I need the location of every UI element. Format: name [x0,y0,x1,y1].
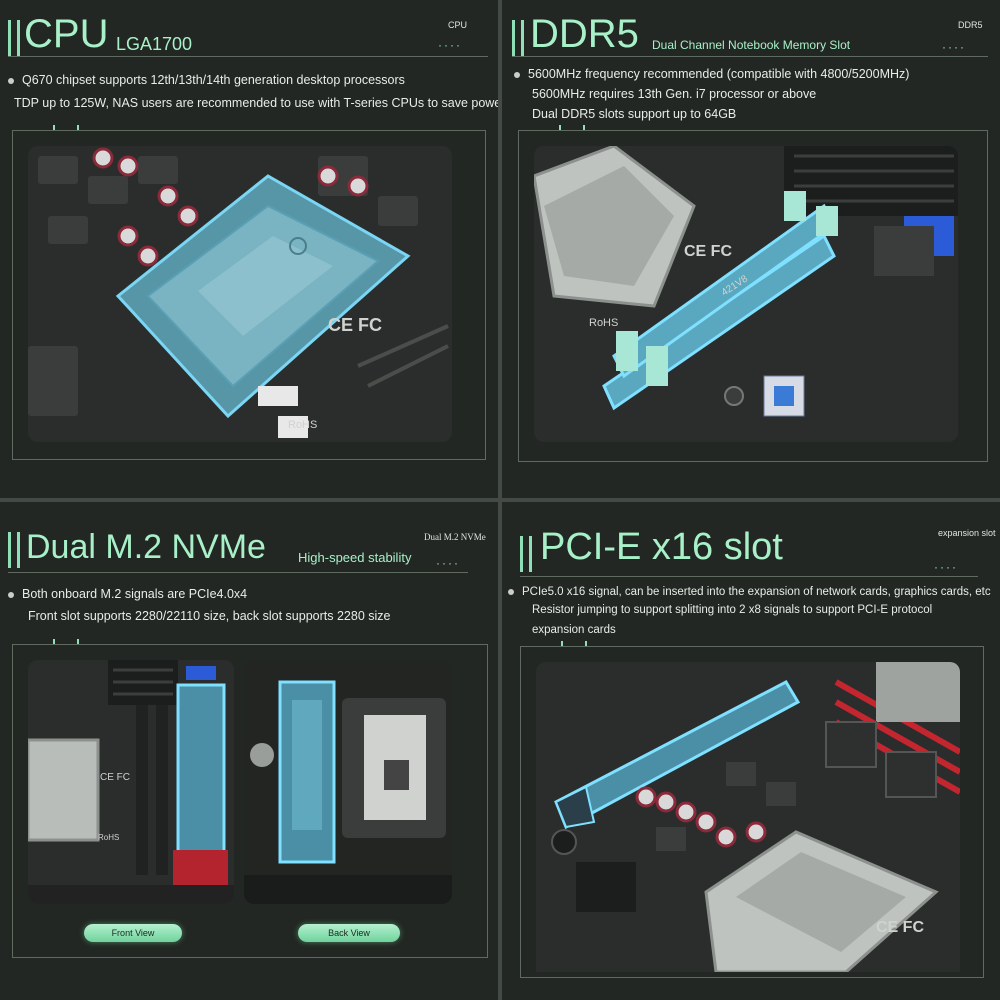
dots-icon: ···· [934,560,958,574]
photo-frame [12,639,488,958]
frame-tab-icon [53,639,79,644]
motherboard-memory-illustration: 421V8 CE FC RoHS [534,146,958,442]
frame-tab-icon [559,125,585,130]
frame-tab-icon [561,641,587,646]
horizontal-divider [0,498,1000,502]
panel-title: DDR5 [530,12,639,56]
title-accent-icon [8,532,20,568]
rohs-mark: RoHS [589,317,618,329]
bullet-icon [8,77,14,84]
header-rule [520,576,978,577]
panel-subtitle: Dual Channel Notebook Memory Slot [652,38,851,52]
panel-title: CPU [24,12,109,56]
back-board-illustration [244,660,452,904]
ddr5-panel: DDR5 Dual Channel Notebook Memory Slot D… [502,0,1000,498]
bullet-line-2: Resistor jumping to support splitting in… [532,604,933,616]
bullet-line-1: Both onboard M.2 signals are PCIe4.0x4 [8,584,247,604]
cpu-socket-photo: CE FC RoHS [28,146,452,442]
photo-frame [520,641,984,978]
header-rule [512,56,988,57]
front-view-photo: CE FC RoHS [28,660,234,904]
panel-title: Dual M.2 NVMe [26,528,266,566]
pcie-slot-photo: CE FC [536,662,960,972]
title-accent-icon [8,20,20,56]
rohs-mark: RoHS [98,833,119,842]
corner-tag: Dual M.2 NVMe [424,532,486,542]
panel-title: PCI-E x16 slot [540,526,783,568]
motherboard-pcie-illustration: CE FC [536,662,960,972]
bullet-line-2: Front slot supports 2280/22110 size, bac… [28,609,391,623]
back-view-photo [244,660,452,904]
header-rule [8,572,468,573]
motherboard-cpu-illustration: CE FC RoHS [28,146,452,442]
bullet-line-1: PCIe5.0 x16 signal, can be inserted into… [508,582,991,602]
photo-frame [12,125,486,460]
ce-fc-mark: CE FC [684,243,732,260]
photo-frame [518,125,988,462]
ddr5-slots-photo: 421V8 CE FC RoHS [534,146,958,442]
corner-tag: DDR5 [958,20,983,30]
header-rule [8,56,488,57]
rohs-mark: RoHS [288,419,317,431]
bullet-icon [514,71,520,78]
bullet-line-3: expansion cards [532,624,616,636]
frame-tab-icon [53,125,79,130]
corner-tag: CPU [448,20,468,30]
ce-fc-mark: CE FC [100,772,130,783]
dots-icon: ···· [942,40,966,54]
bullet-line-1: 5600MHz frequency recommended (compatibl… [514,64,909,84]
bullet-line-2: TDP up to 125W, NAS users are recommende… [14,96,498,110]
bullet-line-3: Dual DDR5 slots support up to 64GB [532,107,737,121]
panel-subtitle: LGA1700 [116,34,193,54]
ce-fc-mark: CE FC [876,919,924,936]
dots-icon: ···· [438,38,462,52]
title-accent-icon [512,20,524,56]
m2-nvme-panel: Dual M.2 NVMe High-speed stability Dual … [0,502,498,1000]
dots-icon: ···· [436,556,460,570]
panel-subtitle: High-speed stability [298,550,412,565]
bullet-line-1: Q670 chipset supports 12th/13th/14th gen… [8,70,405,90]
back-view-button[interactable]: Back View [298,924,400,942]
bullet-icon [508,588,514,595]
title-accent-icon [520,536,532,572]
pcie-panel: PCI-E x16 slot expansion slot ···· PCIe5… [502,502,1000,1000]
bullet-line-2: 5600MHz requires 13th Gen. i7 processor … [532,87,817,101]
front-view-button[interactable]: Front View [84,924,182,942]
bullet-icon [8,591,14,598]
corner-tag: expansion slot [938,528,996,538]
front-board-illustration: CE FC RoHS [28,660,234,904]
cpu-panel: CPU LGA1700 CPU ···· Q670 chipset suppor… [0,0,498,498]
ce-fc-mark: CE FC [328,315,382,335]
